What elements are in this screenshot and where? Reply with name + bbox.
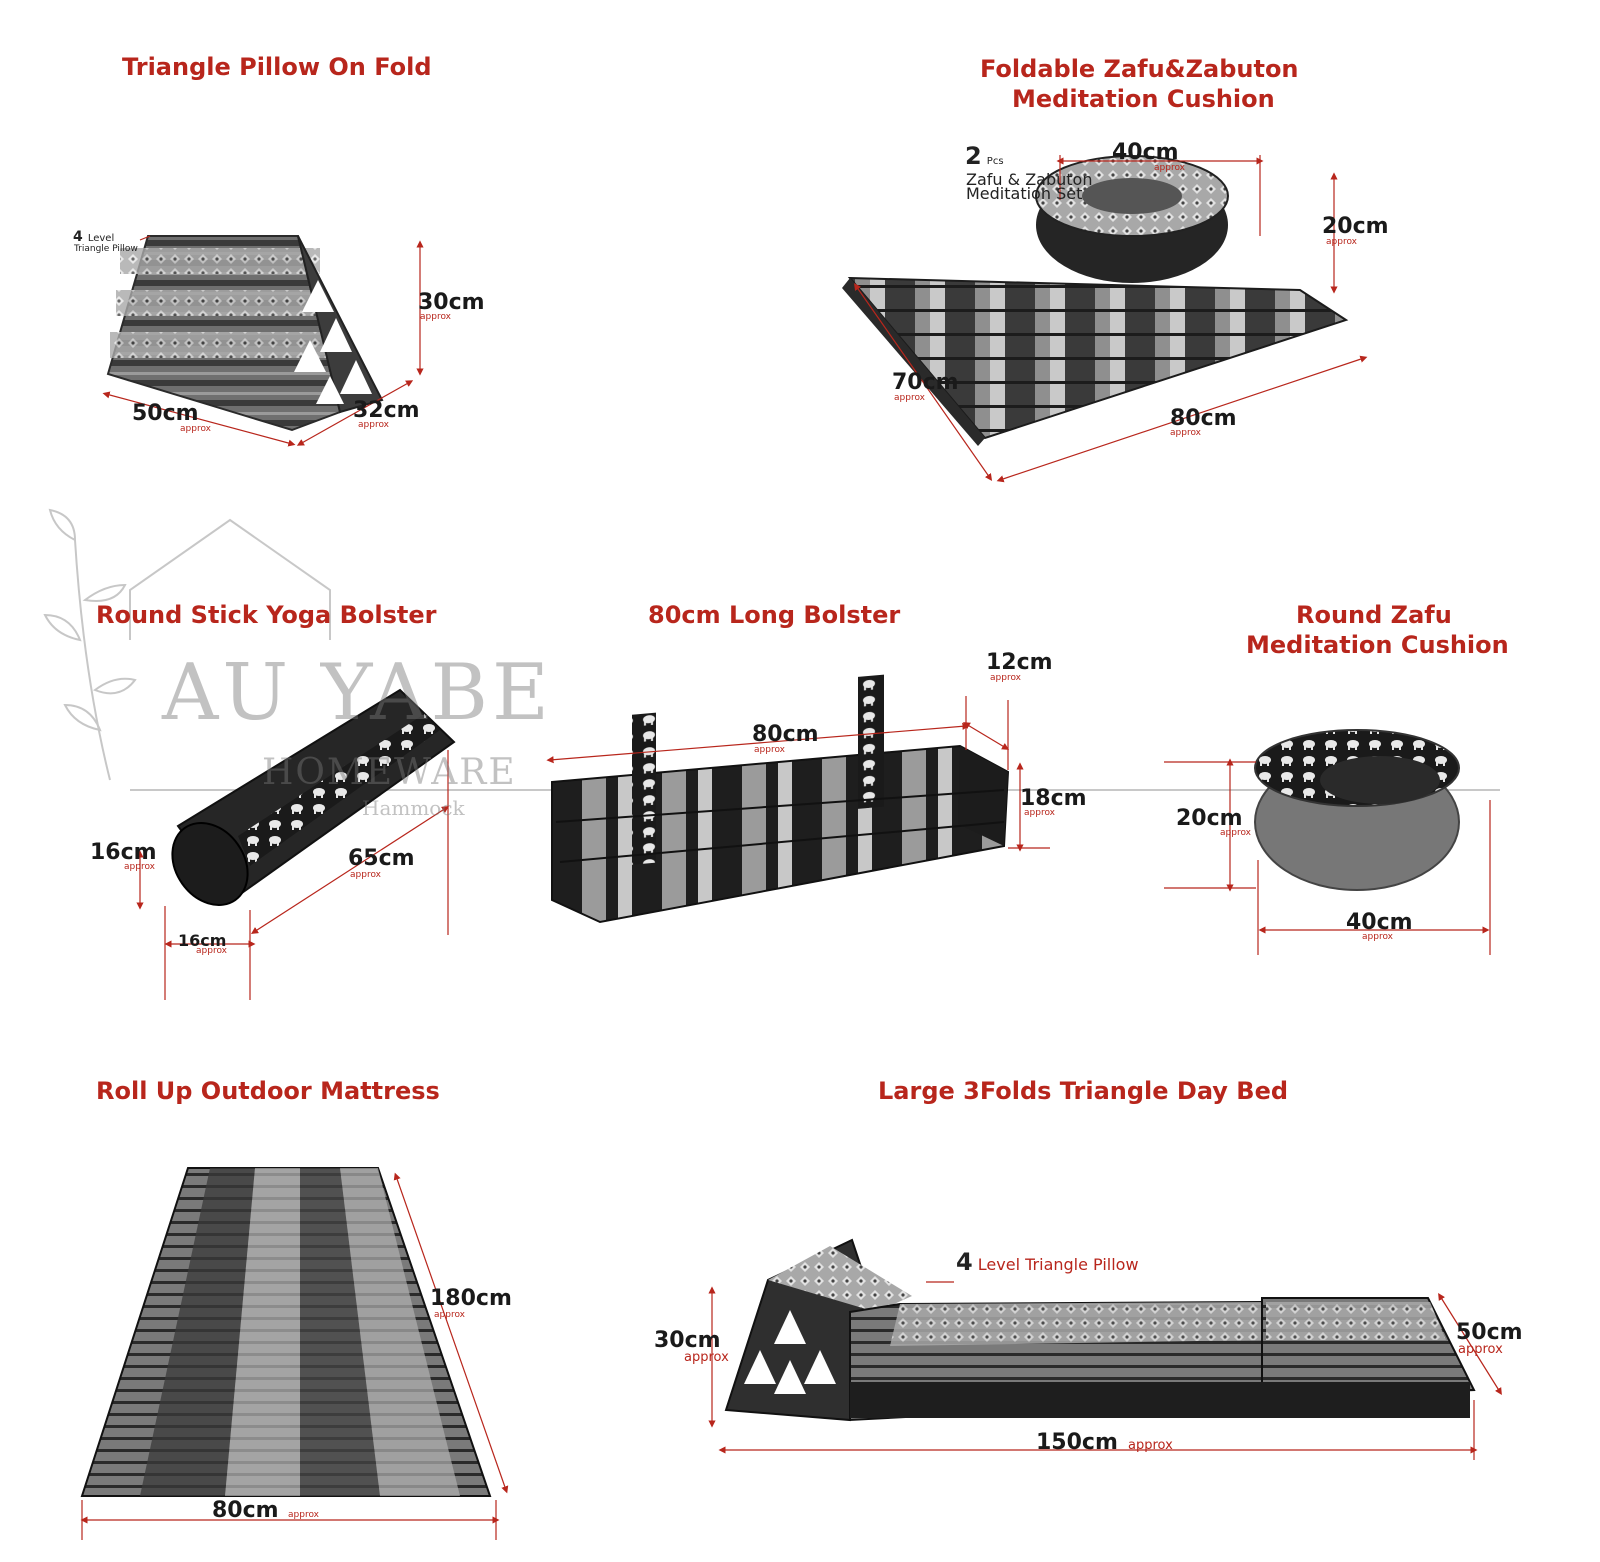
zafu-set-note-line2: Zafu & Zabuton xyxy=(966,170,1093,189)
triangle-level-note: 4 Level xyxy=(73,226,114,245)
zafu-zabuton-dimension-lines xyxy=(853,155,1368,483)
zafu-set-note-line3: Meditation Set xyxy=(966,184,1083,203)
triangle-length-label: 50cm xyxy=(132,401,199,426)
zafu-set-note-word: Pcs xyxy=(986,156,1004,167)
round-zafu-diameter-label: 40cm xyxy=(1346,910,1413,935)
triangle-length-approx: approx xyxy=(180,424,211,434)
round-stick-dimension-lines xyxy=(136,750,450,1000)
round-stick-length-label: 65cm xyxy=(348,846,415,871)
triangle-note-word: Level xyxy=(87,233,115,244)
daybed-width-approx: approx xyxy=(1458,1342,1503,1357)
round-stick-diameter-b-approx: approx xyxy=(196,946,227,956)
long-bolster-length-label: 80cm xyxy=(752,722,819,747)
daybed-length-approx: approx xyxy=(1128,1438,1173,1453)
triangle-dimension-lines xyxy=(102,235,424,447)
triangle-note-number: 4 xyxy=(73,229,83,245)
triangle-height-approx: approx xyxy=(420,312,451,322)
title-round-stick-bolster: Round Stick Yoga Bolster xyxy=(96,601,437,629)
round-zafu-height-label: 20cm xyxy=(1176,806,1243,831)
title-triangle-pillow: Triangle Pillow On Fold xyxy=(122,53,432,81)
watermark-line2: HOMEWARE xyxy=(262,752,517,793)
triangle-height-label: 30cm xyxy=(418,290,485,315)
round-zafu-dimension-lines xyxy=(1164,758,1491,955)
zafu-height-label: 20cm xyxy=(1322,214,1389,239)
mat-width-approx: approx xyxy=(1170,428,1201,438)
mattress-dimension-lines xyxy=(80,1172,509,1540)
title-daybed: Large 3Folds Triangle Day Bed xyxy=(878,1077,1289,1105)
long-bolster-depth-label: 12cm xyxy=(986,650,1053,675)
long-bolster-length-approx: approx xyxy=(754,745,785,755)
round-stick-diameter-a-approx: approx xyxy=(124,862,155,872)
mat-width-label: 80cm xyxy=(1170,406,1237,431)
daybed-level-note: 4 Level Triangle Pillow xyxy=(956,1248,1139,1276)
daybed-width-label: 50cm xyxy=(1456,1320,1523,1345)
title-round-zafu-line1: Round Zafu xyxy=(1296,601,1452,629)
zafu-set-note-number: 2 xyxy=(965,142,982,170)
daybed-dimension-lines xyxy=(708,1281,1502,1460)
round-stick-diameter-a-label: 16cm xyxy=(90,840,157,865)
zafu-set-note: 2 Pcs xyxy=(965,142,1004,170)
mat-depth-approx: approx xyxy=(894,393,925,403)
round-stick-length-approx: approx xyxy=(350,870,381,880)
round-zafu-illustration xyxy=(1254,729,1460,891)
triangle-note-sub: Triangle Pillow xyxy=(74,244,138,254)
watermark-brand: AU YABE xyxy=(162,648,553,738)
daybed-pillow-height-approx: approx xyxy=(684,1350,729,1365)
long-bolster-height-approx: approx xyxy=(1024,808,1055,818)
daybed-illustration xyxy=(724,1238,1476,1422)
round-stick-diameter-b-label: 16cm xyxy=(178,931,227,950)
long-bolster-dimension-lines xyxy=(546,696,1050,852)
zafu-diameter-approx: approx xyxy=(1154,163,1185,173)
triangle-depth-label: 32cm xyxy=(353,398,420,423)
long-bolster-illustration xyxy=(551,674,1010,924)
mattress-length-approx: approx xyxy=(434,1310,465,1320)
daybed-pillow-height-label: 30cm xyxy=(654,1328,721,1353)
zafu-diameter-label: 40cm xyxy=(1112,140,1179,165)
daybed-length-label: 150cm xyxy=(1036,1430,1118,1455)
long-bolster-height-label: 18cm xyxy=(1020,786,1087,811)
title-mattress: Roll Up Outdoor Mattress xyxy=(96,1077,440,1105)
mattress-width-label: 80cm xyxy=(212,1498,279,1523)
triangle-depth-approx: approx xyxy=(358,420,389,430)
triangle-pillow-illustration xyxy=(106,235,384,432)
title-zafu-zabuton-line1: Foldable Zafu&Zabuton xyxy=(980,55,1299,83)
title-zafu-zabuton-line2: Meditation Cushion xyxy=(1012,85,1275,113)
round-zafu-diameter-approx: approx xyxy=(1362,932,1393,942)
mattress-width-approx: approx xyxy=(288,1510,319,1520)
long-bolster-depth-approx: approx xyxy=(990,673,1021,683)
title-round-zafu-line2: Meditation Cushion xyxy=(1246,631,1509,659)
round-zafu-height-approx: approx xyxy=(1220,828,1251,838)
watermark-line3: Hammock xyxy=(362,796,465,820)
title-long-bolster: 80cm Long Bolster xyxy=(648,601,901,629)
daybed-note-text: Level Triangle Pillow xyxy=(977,1255,1139,1274)
mat-depth-label: 70cm xyxy=(892,370,959,395)
mattress-length-label: 180cm xyxy=(430,1286,512,1311)
zafu-height-approx: approx xyxy=(1326,237,1357,247)
mattress-illustration xyxy=(80,1167,492,1497)
daybed-note-number: 4 xyxy=(956,1248,973,1276)
